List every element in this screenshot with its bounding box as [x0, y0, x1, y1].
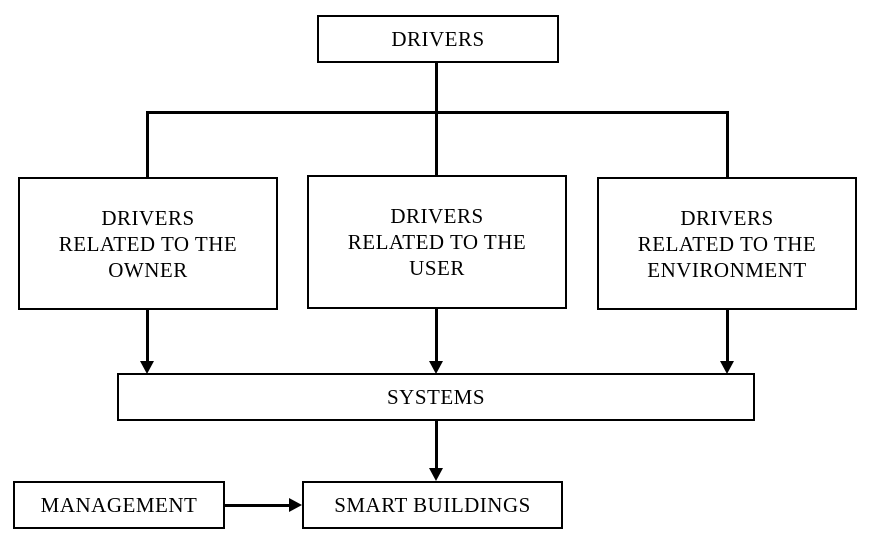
connector-management-to-smart-buildings [225, 504, 289, 507]
connector-drop-owner [146, 111, 149, 177]
node-smart-buildings: SMART BUILDINGS [302, 481, 563, 529]
connector-drivers-vertical [435, 62, 438, 114]
connector-systems-to-smart-buildings [435, 421, 438, 469]
node-systems-label: SYSTEMS [386, 385, 486, 409]
node-drivers-related-environment: DRIVERS RELATED TO THE ENVIRONMENT [597, 177, 857, 310]
node-drivers: DRIVERS [317, 15, 559, 63]
arrowhead-systems-to-smart-buildings-icon [429, 468, 443, 481]
node-management-label: MANAGEMENT [40, 493, 198, 517]
node-drivers-related-environment-label: DRIVERS RELATED TO THE ENVIRONMENT [637, 205, 817, 282]
connector-environment-to-systems [726, 309, 729, 361]
arrowhead-owner-to-systems-icon [140, 361, 154, 374]
node-smart-buildings-label: SMART BUILDINGS [334, 493, 531, 517]
connector-owner-to-systems [146, 309, 149, 361]
node-drivers-related-owner-label: DRIVERS RELATED TO THE OWNER [58, 205, 238, 282]
connector-drop-environment [726, 111, 729, 177]
node-drivers-label: DRIVERS [391, 27, 485, 51]
node-drivers-related-user: DRIVERS RELATED TO THE USER [307, 175, 567, 309]
node-drivers-related-user-label: DRIVERS RELATED TO THE USER [347, 204, 527, 280]
connector-drop-user [435, 111, 438, 175]
node-systems: SYSTEMS [117, 373, 755, 421]
node-management: MANAGEMENT [13, 481, 225, 529]
arrowhead-management-to-smart-buildings-icon [289, 498, 302, 512]
node-drivers-related-owner: DRIVERS RELATED TO THE OWNER [18, 177, 278, 310]
arrowhead-user-to-systems-icon [429, 361, 443, 374]
connector-user-to-systems [435, 308, 438, 361]
arrowhead-environment-to-systems-icon [720, 361, 734, 374]
